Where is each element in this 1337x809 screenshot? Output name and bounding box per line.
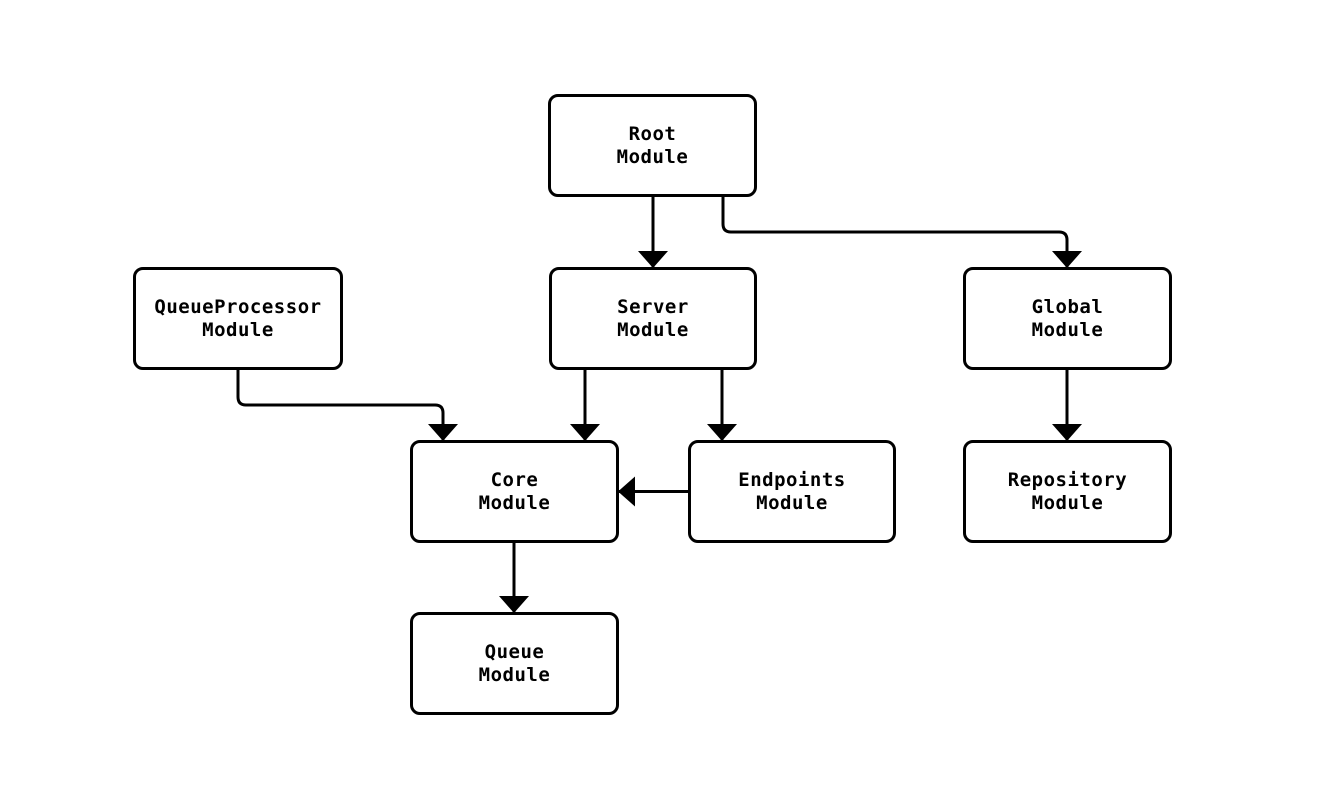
node-server-label: Server Module: [617, 295, 689, 341]
node-global-module: Global Module: [963, 267, 1172, 370]
edge-root-to-global: [721, 197, 1082, 268]
node-queue-label: Queue Module: [478, 640, 551, 686]
node-global-label: Global Module: [1031, 295, 1104, 341]
node-root-module: Root Module: [548, 94, 757, 197]
node-endpoints-module: Endpoints Module: [688, 440, 896, 543]
node-queueprocessor-module: QueueProcessor Module: [133, 267, 343, 370]
node-endpoints-label: Endpoints Module: [738, 468, 846, 514]
node-server-module: Server Module: [549, 267, 757, 370]
node-root-label: Root Module: [616, 122, 689, 168]
edge-queueprocessor-to-core: [236, 370, 458, 441]
node-core-label: Core Module: [478, 468, 551, 514]
node-queue-module: Queue Module: [410, 612, 619, 715]
edges-group: [236, 197, 1082, 613]
node-core-module: Core Module: [410, 440, 619, 543]
node-repository-label: Repository Module: [1007, 468, 1128, 514]
node-queueprocessor-label: QueueProcessor Module: [154, 295, 322, 341]
node-repository-module: Repository Module: [963, 440, 1172, 543]
